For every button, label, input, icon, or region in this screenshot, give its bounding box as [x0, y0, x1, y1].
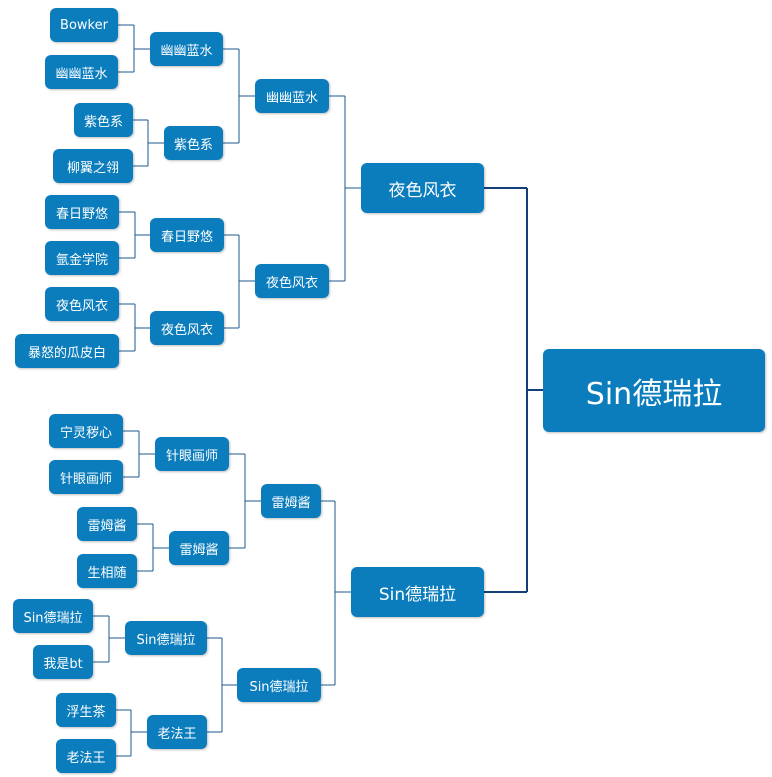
quarterfinal-node: 幽幽蓝水	[255, 79, 329, 113]
bracket-connector-line	[123, 430, 155, 478]
bracket-connector-line	[321, 500, 351, 686]
entrant-node: 氩金学院	[45, 241, 119, 275]
semifinal-node: 夜色风衣	[361, 163, 484, 213]
match-winner-node: 幽幽蓝水	[150, 32, 223, 66]
bracket-connector-line	[207, 637, 237, 733]
bracket-connector-line	[224, 234, 255, 329]
entrant-node: 生相随	[77, 554, 137, 588]
entrant-node: 宁灵秽心	[49, 414, 123, 448]
entrant-node: 春日野悠	[45, 195, 119, 229]
bracket-connector-line	[137, 523, 169, 572]
match-winner-node: 春日野悠	[150, 218, 224, 252]
match-winner-node: Sin德瑞拉	[125, 621, 207, 655]
quarterfinal-node: 夜色风衣	[255, 264, 329, 298]
match-winner-node: 针眼画师	[155, 437, 229, 471]
semifinal-node: Sin德瑞拉	[351, 567, 484, 617]
entrant-node: 暴怒的瓜皮白	[15, 334, 119, 368]
bracket-connector-line	[223, 48, 255, 144]
entrant-node: 夜色风衣	[45, 287, 119, 321]
bracket-connector-line	[133, 119, 164, 167]
bracket-connector-line	[119, 211, 150, 259]
match-winner-node: 老法王	[147, 715, 207, 749]
bracket-connector-line	[118, 24, 150, 73]
bracket-connector-line	[119, 303, 150, 352]
champion-node: Sin德瑞拉	[543, 349, 765, 432]
bracket-connector-line	[329, 95, 361, 282]
match-winner-node: 雷姆酱	[169, 531, 229, 565]
bracket-connector-line	[116, 709, 147, 757]
entrant-node: Sin德瑞拉	[13, 599, 93, 633]
entrant-node: 针眼画师	[49, 460, 123, 494]
entrant-node: 浮生茶	[56, 693, 116, 727]
bracket-connector-line	[93, 615, 125, 663]
match-winner-node: 夜色风衣	[150, 311, 224, 345]
entrant-node: 紫色系	[74, 103, 133, 137]
bracket-connector-line	[229, 453, 261, 549]
quarterfinal-node: Sin德瑞拉	[237, 668, 321, 702]
entrant-node: 我是bt	[33, 645, 93, 679]
bracket-connector-line	[484, 187, 543, 593]
entrant-node: 老法王	[56, 739, 116, 773]
entrant-node: 幽幽蓝水	[45, 55, 118, 89]
quarterfinal-node: 雷姆酱	[261, 484, 321, 518]
match-winner-node: 紫色系	[164, 126, 223, 160]
entrant-node: 雷姆酱	[77, 507, 137, 541]
entrant-node: Bowker	[50, 8, 118, 42]
entrant-node: 柳翼之翎	[53, 149, 133, 183]
